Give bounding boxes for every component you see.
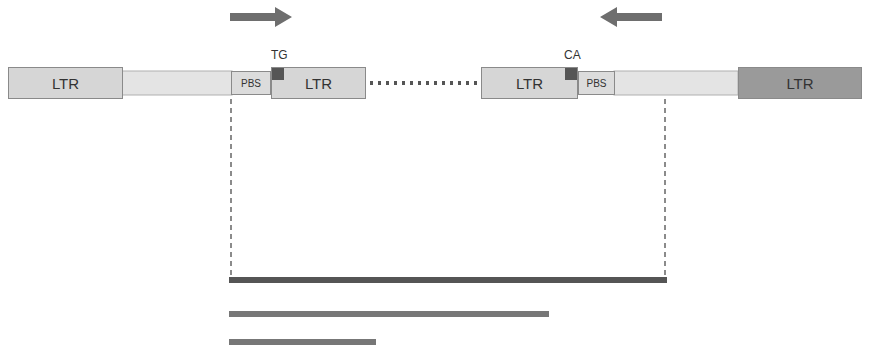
element-box: PBS bbox=[578, 71, 615, 95]
element-box: LTR bbox=[481, 67, 578, 99]
motif-label: CA bbox=[564, 48, 581, 62]
motif-label: TG bbox=[271, 48, 288, 62]
element-label: PBS bbox=[241, 78, 261, 89]
product-band bbox=[229, 339, 376, 345]
element-label: PBS bbox=[586, 78, 606, 89]
dashed-guide bbox=[664, 99, 666, 280]
element-label: LTR bbox=[305, 75, 332, 92]
primer-arrow bbox=[230, 7, 292, 27]
element-label: LTR bbox=[786, 75, 813, 92]
motif-square bbox=[272, 68, 284, 80]
primer-arrow bbox=[600, 7, 662, 27]
dotted-connector bbox=[370, 81, 477, 85]
flank-band bbox=[614, 71, 738, 95]
element-box: LTR bbox=[738, 67, 862, 99]
element-box: LTR bbox=[8, 67, 123, 99]
element-box: PBS bbox=[231, 71, 271, 95]
element-box: LTR bbox=[271, 67, 366, 99]
product-band bbox=[229, 311, 549, 317]
product-band bbox=[229, 277, 667, 283]
element-label: LTR bbox=[516, 75, 543, 92]
motif-square bbox=[565, 68, 577, 80]
element-label: LTR bbox=[52, 75, 79, 92]
dashed-guide bbox=[230, 99, 232, 280]
flank-band bbox=[122, 71, 232, 95]
